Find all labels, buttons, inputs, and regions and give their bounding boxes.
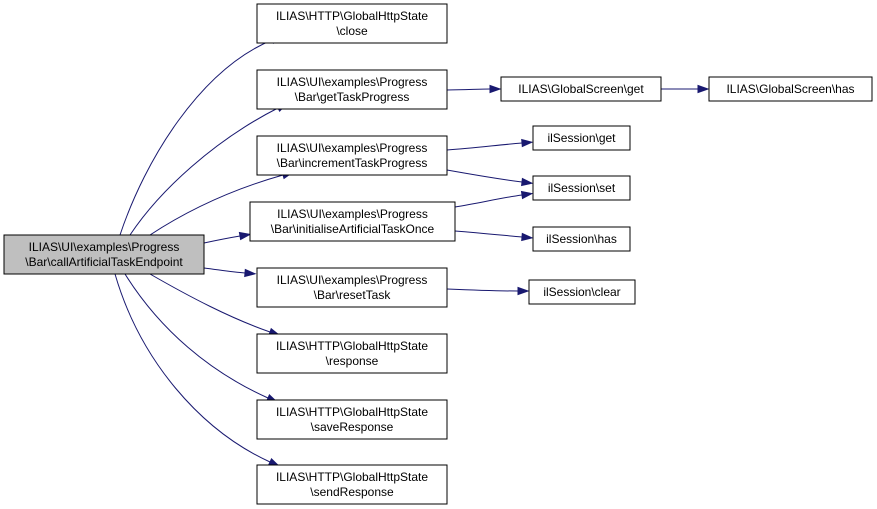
edge-root-to-saveResponse	[124, 273, 279, 403]
node-label-line: ILIAS\GlobalScreen\has	[726, 82, 854, 96]
node-label-line: ILIAS\UI\examples\Progress	[277, 207, 428, 221]
node-label-line: \Bar\getTaskProgress	[295, 90, 410, 104]
edge-getTaskProgress-to-gsGet	[446, 84, 502, 94]
node-box	[708, 76, 873, 102]
node-box	[256, 464, 448, 505]
node-incrementTaskProgress[interactable]: ILIAS\UI\examples\Progress\Bar\increment…	[256, 135, 448, 176]
edge-arrowhead	[521, 138, 534, 148]
edge-gsGet-to-gsHas	[661, 84, 710, 94]
edge-line	[119, 39, 273, 236]
node-label-line: \sendResponse	[310, 485, 394, 499]
node-box	[532, 226, 631, 252]
edge-line	[454, 230, 523, 238]
node-initialiseArtificialTaskOnce[interactable]: ILIAS\UI\examples\Progress\Bar\initialis…	[249, 201, 456, 242]
edge-arrowhead	[697, 84, 710, 94]
node-label-line: ILIAS\UI\examples\Progress	[277, 75, 428, 89]
node-label-line: \saveResponse	[311, 420, 394, 434]
node-gsHas[interactable]: ILIAS\GlobalScreen\has	[708, 76, 873, 102]
edge-line	[446, 142, 523, 151]
edge-incrementTaskProgress-to-sessSet	[446, 169, 534, 187]
edge-line	[129, 107, 279, 236]
edge-line	[454, 194, 523, 208]
node-box	[256, 333, 448, 374]
node-box	[528, 279, 636, 305]
node-getTaskProgress[interactable]: ILIAS\UI\examples\Progress\Bar\getTaskPr…	[256, 69, 448, 110]
node-response[interactable]: ILIAS\HTTP\GlobalHttpState\response	[256, 333, 448, 374]
edge-resetTask-to-sessClear	[446, 286, 530, 296]
edge-initialiseArtificialTaskOnce-to-sessHas	[454, 230, 534, 242]
node-label-line: ILIAS\UI\examples\Progress	[29, 240, 180, 254]
edge-line	[124, 273, 269, 399]
edge-line	[446, 288, 519, 292]
node-box	[256, 135, 448, 176]
node-sessGet[interactable]: ilSession\get	[532, 125, 631, 151]
node-sendResponse[interactable]: ILIAS\HTTP\GlobalHttpState\sendResponse	[256, 464, 448, 505]
node-close[interactable]: ILIAS\HTTP\GlobalHttpState\close	[256, 3, 448, 44]
node-label-line: ILIAS\HTTP\GlobalHttpState	[276, 405, 428, 419]
edge-arrowhead	[521, 177, 534, 187]
node-label-line: ilSession\has	[546, 232, 617, 246]
node-box	[3, 234, 205, 275]
edge-initialiseArtificialTaskOnce-to-sessSet	[454, 190, 534, 208]
node-label-line: \Bar\incrementTaskProgress	[277, 156, 428, 170]
node-sessClear[interactable]: ilSession\clear	[528, 279, 636, 305]
node-label-line: ilSession\clear	[543, 285, 620, 299]
node-gsGet[interactable]: ILIAS\GlobalScreen\get	[500, 76, 662, 102]
edge-line	[446, 88, 491, 91]
node-label-line: \Bar\initialiseArtificialTaskOnce	[271, 222, 435, 236]
edge-line	[149, 273, 271, 333]
edge-line	[446, 169, 523, 183]
node-label-line: \Bar\resetTask	[314, 288, 392, 302]
node-label-line: ILIAS\UI\examples\Progress	[277, 273, 428, 287]
node-box	[256, 69, 448, 110]
edge-incrementTaskProgress-to-sessGet	[446, 138, 534, 151]
node-label-line: \close	[336, 24, 368, 38]
node-label-line: ilSession\set	[548, 181, 616, 195]
edge-root-to-resetTask	[203, 267, 257, 278]
node-box	[256, 3, 448, 44]
edge-root-to-sendResponse	[114, 273, 281, 467]
node-box	[532, 125, 631, 151]
node-label-line: ILIAS\HTTP\GlobalHttpState	[276, 470, 428, 484]
node-root[interactable]: ILIAS\UI\examples\Progress\Bar\callArtif…	[3, 234, 205, 275]
node-sessHas[interactable]: ilSession\has	[532, 226, 631, 252]
node-label-line: ILIAS\HTTP\GlobalHttpState	[276, 339, 428, 353]
edge-line	[114, 273, 271, 463]
edge-root-to-initialiseArtificialTaskOnce	[203, 231, 252, 244]
node-box	[249, 201, 456, 242]
node-label-line: ILIAS\HTTP\GlobalHttpState	[276, 9, 428, 23]
edge-arrowhead	[244, 268, 257, 278]
edge-line	[203, 267, 246, 274]
node-box	[256, 267, 448, 308]
node-box	[256, 399, 448, 440]
edge-arrowhead	[521, 232, 534, 242]
edge-line	[149, 174, 284, 236]
node-sessSet[interactable]: ilSession\set	[532, 175, 631, 201]
node-saveResponse[interactable]: ILIAS\HTTP\GlobalHttpState\saveResponse	[256, 399, 448, 440]
node-label-line: \Bar\callArtificialTaskEndpoint	[25, 255, 183, 269]
edge-arrowhead	[238, 231, 252, 241]
nodes-layer: ILIAS\UI\examples\Progress\Bar\callArtif…	[3, 3, 873, 505]
node-label-line: ILIAS\UI\examples\Progress	[277, 141, 428, 155]
node-resetTask[interactable]: ILIAS\UI\examples\Progress\Bar\resetTask	[256, 267, 448, 308]
edge-arrowhead	[489, 84, 502, 94]
edge-arrowhead	[520, 190, 534, 200]
edge-line	[203, 235, 241, 244]
node-box	[532, 175, 631, 201]
edge-arrowhead	[517, 286, 530, 296]
node-label-line: ILIAS\GlobalScreen\get	[518, 82, 644, 96]
node-label-line: ilSession\get	[547, 131, 616, 145]
node-box	[500, 76, 662, 102]
node-label-line: \response	[326, 354, 379, 368]
